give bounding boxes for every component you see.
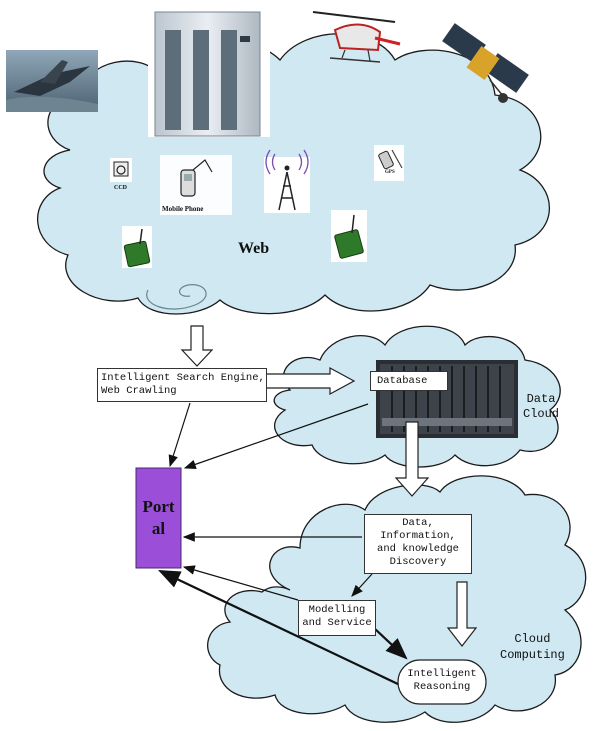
reasoning-line2: Reasoning — [413, 681, 471, 693]
arrow-search-to-portal — [168, 402, 191, 468]
arrow-reasoning-to-portal — [158, 570, 401, 686]
discovery-line2: Information, — [380, 530, 456, 542]
arrow-discovery-to-modelling — [351, 573, 373, 597]
hollow-arrow-web-to-search — [180, 325, 214, 367]
reasoning-oval — [397, 659, 487, 705]
discovery-line3: and knowledge — [377, 543, 459, 555]
search-engine-line2: Web Crawling — [101, 385, 177, 397]
data-cloud-line1: Data — [526, 392, 556, 406]
search-engine-line1: Intelligent Search Engine, — [101, 372, 265, 384]
gps-label: GPS — [385, 170, 395, 175]
arrow-modelling-to-portal — [182, 565, 299, 601]
mobile-phone-label: Mobile Phone — [162, 205, 204, 213]
data-cloud-label: Data Cloud — [523, 392, 559, 422]
modelling-box: Modelling and Service — [298, 600, 376, 636]
portal-label: Port al — [136, 496, 181, 540]
portal-box — [135, 467, 182, 569]
reasoning-line1: Intelligent — [407, 668, 477, 680]
modelling-line1: Modelling — [308, 604, 366, 616]
arrow-modelling-to-reasoning — [373, 627, 408, 660]
jet-plane-image — [6, 50, 98, 112]
satellite-image — [442, 23, 529, 103]
reasoning-label: Intelligent Reasoning — [398, 668, 486, 694]
hollow-arrow-search-to-database — [265, 366, 356, 396]
cloud-computing-label: Cloud Computing — [500, 631, 565, 663]
discovery-box: Data, Information, and knowledge Discove… — [364, 514, 472, 574]
discovery-line1: Data, — [402, 517, 434, 529]
ccd-label: CCD — [114, 185, 127, 191]
modelling-line2: and Service — [302, 617, 372, 629]
ccd-camera-icon — [110, 158, 132, 182]
database-box: Database — [370, 371, 448, 391]
portal-line2: al — [151, 519, 166, 538]
radio-tower-icon — [264, 149, 310, 213]
cloud-computing-line1: Cloud — [514, 632, 551, 646]
web-cloud-title: Web — [238, 240, 270, 257]
portal-line1: Port — [142, 497, 175, 516]
computing-cloud — [207, 475, 587, 723]
sensor-device-icon-left — [122, 226, 152, 268]
discovery-line4: Discovery — [389, 556, 447, 568]
hollow-arrow-discovery-to-reasoning — [446, 581, 478, 647]
search-engine-box: Intelligent Search Engine, Web Crawling — [97, 368, 267, 402]
sensor-device-icon-right — [331, 210, 367, 262]
arrow-database-to-portal — [183, 403, 369, 469]
server-tower-image — [148, 10, 270, 137]
gps-device-icon — [374, 145, 404, 181]
database-label: Database — [377, 375, 428, 387]
hollow-arrow-database-to-discovery — [394, 421, 430, 497]
cloud-computing-line2: Computing — [500, 648, 565, 662]
mobile-phone-icon — [160, 155, 232, 215]
web-cloud-swirl — [146, 284, 207, 310]
data-cloud-line2: Cloud — [523, 407, 560, 421]
helicopter-image — [312, 11, 401, 63]
